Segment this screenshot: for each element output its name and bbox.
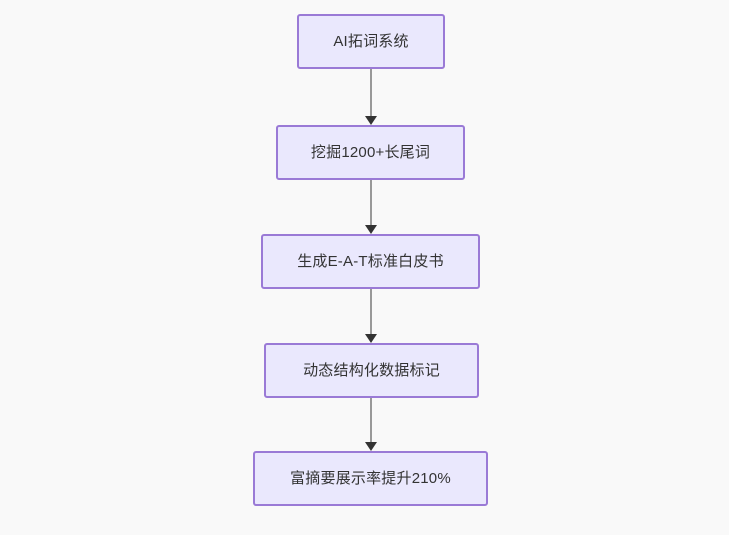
arrow-down-icon	[365, 225, 377, 234]
edge-line	[370, 289, 372, 334]
flow-node-label: 动态结构化数据标记	[303, 362, 440, 379]
arrow-down-icon	[365, 334, 377, 343]
edge-line	[370, 398, 372, 442]
flow-node-mine-longtail-keywords[interactable]: 挖掘1200+长尾词	[276, 125, 465, 180]
arrow-down-icon	[365, 116, 377, 125]
flow-node-label: 挖掘1200+长尾词	[310, 144, 431, 161]
flow-node-generate-eat-whitepaper[interactable]: 生成E-A-T标准白皮书	[261, 234, 480, 289]
flow-node-ai-keyword-system[interactable]: AI拓词系统	[297, 14, 445, 69]
flow-node-label: AI拓词系统	[333, 33, 409, 50]
flow-node-label: 生成E-A-T标准白皮书	[297, 253, 444, 270]
flow-node-rich-snippet-rate-increase[interactable]: 富摘要展示率提升210%	[253, 451, 488, 506]
edge-line	[370, 69, 372, 116]
flow-node-dynamic-structured-data-markup[interactable]: 动态结构化数据标记	[264, 343, 479, 398]
edge-line	[370, 180, 372, 225]
arrow-down-icon	[365, 442, 377, 451]
flow-node-label: 富摘要展示率提升210%	[290, 470, 451, 487]
